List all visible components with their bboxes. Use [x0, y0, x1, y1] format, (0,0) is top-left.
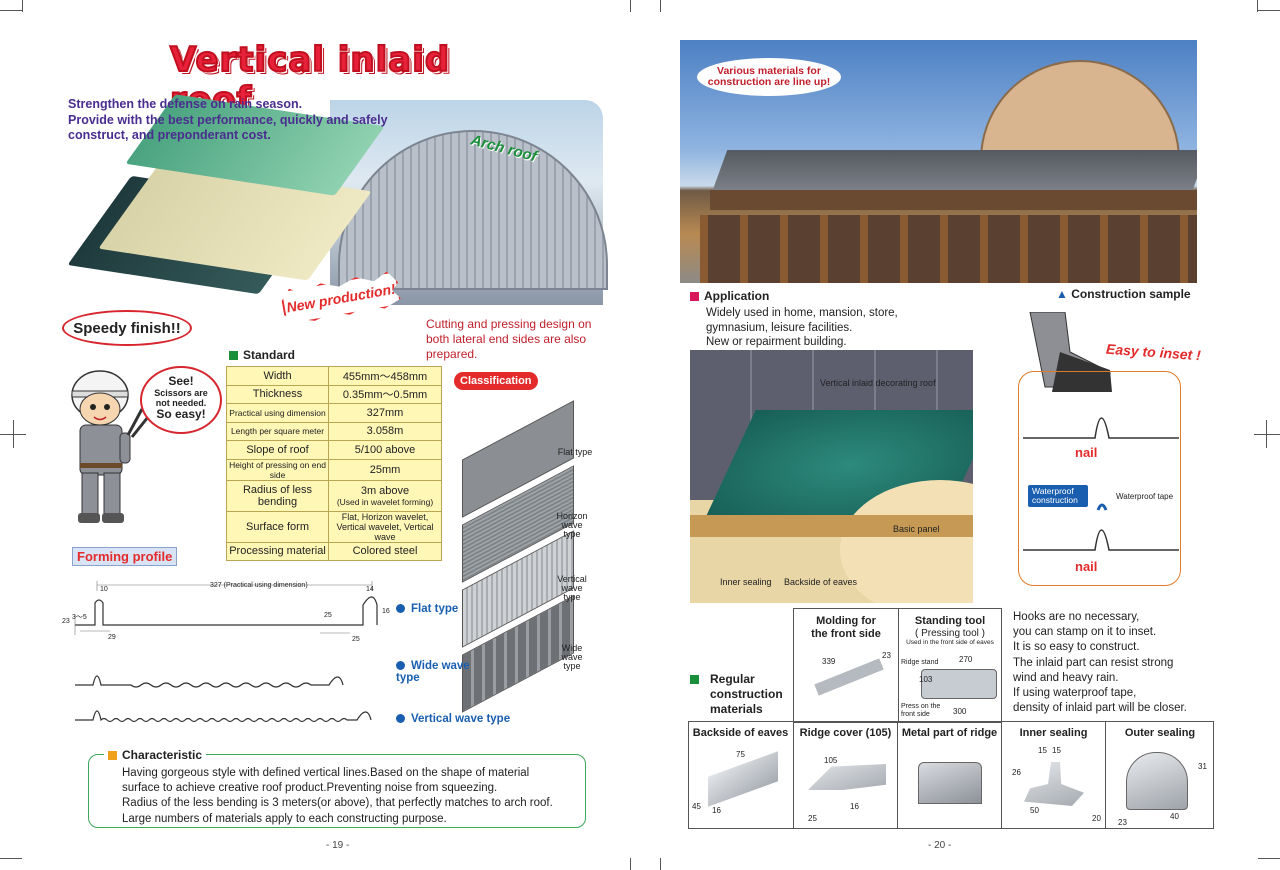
- regular-materials-heading: Regular construction materials: [690, 672, 783, 717]
- characteristic-heading: Characteristic: [104, 748, 207, 762]
- table-cell: Width: [226, 366, 329, 386]
- forming-profile-heading: Forming profile: [72, 547, 178, 566]
- cutting-note: Cutting and pressing design on both late…: [426, 317, 592, 361]
- dim-23: 23: [62, 618, 70, 625]
- nail-label-1: nail: [1075, 445, 1098, 460]
- material-outer-sealing: Outer sealing 31 23 40: [1118, 727, 1207, 827]
- dim-14: 14: [366, 586, 374, 593]
- table-cell: Radius of less bending: [226, 479, 329, 512]
- application-text: Widely used in home, mansion, store, gym…: [706, 307, 898, 348]
- table-cell: Thickness: [226, 384, 329, 404]
- materials-row: [688, 721, 1214, 829]
- caption-backside-eaves: Backside of eaves: [784, 577, 858, 587]
- install-diagram-box: [1018, 371, 1181, 586]
- dim-3-5: 3～5: [72, 614, 87, 621]
- table-cell: Processing material: [226, 541, 329, 561]
- roof-cross-section-image: [690, 350, 973, 603]
- photo-badge: Various materials for construction are l…: [697, 58, 841, 96]
- table-cell: Practical using dimension: [226, 403, 329, 423]
- forming-profile-drawing: 327 (Practical using dimension) 10 14 23…: [62, 581, 390, 723]
- waterproof-badge: Waterproof construction: [1028, 485, 1088, 507]
- class-label-vertical: Vertical wave type: [557, 574, 587, 602]
- material-ridge-cover: Ridge cover (105) 105 16 25: [794, 722, 898, 828]
- dim-25b: 25: [352, 636, 360, 643]
- dim-16: 16: [382, 608, 390, 615]
- class-label-wide: Wide wave type: [561, 643, 583, 671]
- table-cell: Surface form: [226, 510, 329, 543]
- table-cell: Height of pressing on end side: [226, 458, 329, 481]
- dim-25a: 25: [324, 612, 332, 619]
- material-metal-ridge: Metal part of ridge: [898, 722, 1002, 828]
- table-cell: 3.058m: [328, 421, 442, 441]
- speedy-finish-badge: Speedy finish!!: [62, 310, 192, 346]
- install-diagram: [1023, 417, 1179, 551]
- characteristic-text: Having gorgeous style with defined verti…: [122, 767, 553, 825]
- table-cell: 25mm: [328, 458, 442, 481]
- intro-text: Strengthen the defense on rain season. P…: [68, 97, 388, 142]
- waterproof-tape-label: Waterproof tape: [1116, 492, 1174, 501]
- dim-top: 327 (Practical using dimension): [210, 582, 308, 589]
- speech-bubble: See! Scissors are not needed. So easy!: [140, 366, 222, 434]
- caption-inner-sealing: Inner sealing: [720, 577, 772, 587]
- application-heading: Application: [690, 289, 769, 303]
- caption-deco-roof: Vertical inlaid decorating roof: [820, 378, 936, 388]
- table-cell: 455mm～458mm: [328, 366, 442, 386]
- table-cell: Flat, Horizon wavelet,Vertical wavelet, …: [328, 510, 442, 543]
- page-title: Vertical inlaid roof: [169, 39, 451, 121]
- standing-tool-cell: Standing tool ( Pressing tool ) Used in …: [898, 608, 1002, 723]
- standard-heading: Standard: [229, 348, 295, 362]
- caption-basic-panel: Basic panel: [893, 524, 940, 534]
- classification-badge: Classification: [454, 372, 538, 390]
- table-cell: 3m above(Used in wavelet forming): [328, 479, 442, 512]
- table-cell: Colored steel: [328, 541, 442, 561]
- table-cell: Length per square meter: [226, 421, 329, 441]
- table-cell: 0.35mm～0.5mm: [328, 384, 442, 404]
- building-photo: [680, 40, 1197, 283]
- characteristic-box: [88, 754, 586, 828]
- table-cell: Slope of roof: [226, 440, 329, 460]
- worker-illustration: [71, 370, 150, 523]
- table-cell: 327mm: [328, 403, 442, 423]
- boot-illustration: [1029, 312, 1112, 392]
- dim-10: 10: [100, 586, 108, 593]
- profile-label-flat: Flat type: [396, 603, 458, 615]
- construction-sample-heading: ▲ Construction sample: [1056, 287, 1191, 301]
- class-label-flat: Flat type: [557, 447, 593, 457]
- nail-label-2: nail: [1075, 559, 1098, 574]
- material-inner-sealing: Inner sealing 15 15 26 50 20: [1002, 722, 1106, 828]
- material-backside-eaves: Backside of eaves 75 45 16: [688, 722, 794, 828]
- profile-label-wide: Wide wave type: [396, 660, 470, 684]
- table-cell: 5/100 above: [328, 440, 442, 460]
- page-number-right: - 20 -: [928, 840, 952, 851]
- hooks-text: Hooks are no necessary, you can stamp on…: [1013, 611, 1187, 715]
- page-number-left: - 19 -: [326, 840, 350, 851]
- profile-label-vertical: Vertical wave type: [396, 713, 510, 725]
- class-label-horizon: Horizon wave type: [556, 511, 588, 539]
- dim-29: 29: [108, 634, 116, 641]
